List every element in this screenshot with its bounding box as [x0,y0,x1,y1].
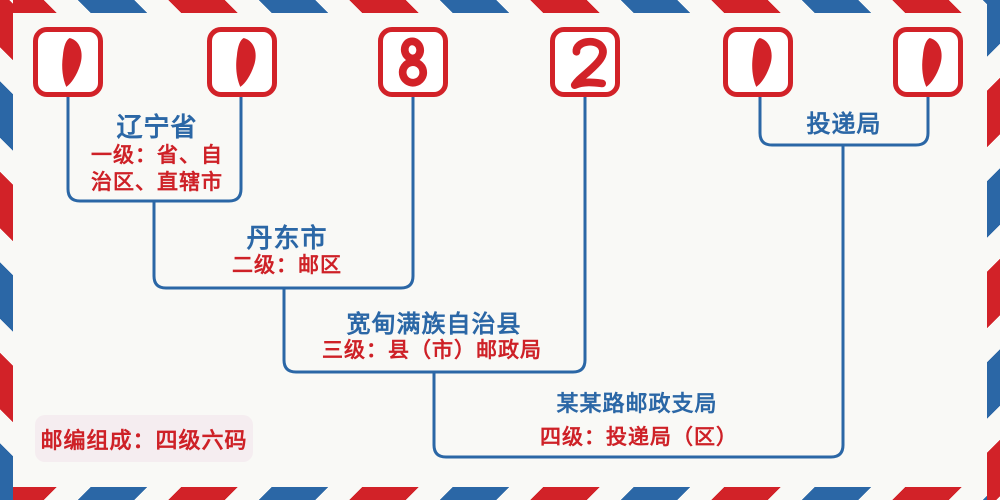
footer-badge: 邮编组成：四级六码 [35,415,253,462]
airmail-border-bottom [0,487,1000,500]
level2-desc: 二级：邮区 [232,253,342,277]
level4-desc: 四级：投递局（区） [540,425,738,449]
airmail-border-left [0,0,13,500]
postal-digit-box-5 [723,27,793,97]
level3-name: 宽甸满族自治县 [346,310,522,338]
level2-name: 丹东市 [246,224,328,254]
digit-glyph [570,37,607,89]
postal-digit-box-6 [893,27,963,97]
airmail-border-right [987,0,1000,500]
digit-glyph [752,38,772,87]
airmail-border-top [0,0,1000,13]
postal-digit-box-1 [33,27,103,97]
level3-desc: 三级：县（市）邮政局 [322,338,542,362]
postal-digit-box-4 [550,27,620,97]
bracket-delivery-office [758,97,930,147]
digit-glyph [236,38,256,87]
digit-glyph [62,38,82,87]
level1-desc: 一级：省、自 治区、直辖市 [91,143,223,195]
postal-digit-box-2 [207,27,277,97]
level4-name: 某某路邮政支局 [556,392,718,417]
bracket-level4 [432,145,845,459]
delivery-office-label: 投递局 [806,110,882,138]
digit-glyph [398,37,428,87]
footer-badge-text: 邮编组成：四级六码 [40,428,248,454]
level1-name: 辽宁省 [116,113,198,143]
postal-digit-box-3 [378,27,448,97]
digit-glyph [922,38,942,87]
